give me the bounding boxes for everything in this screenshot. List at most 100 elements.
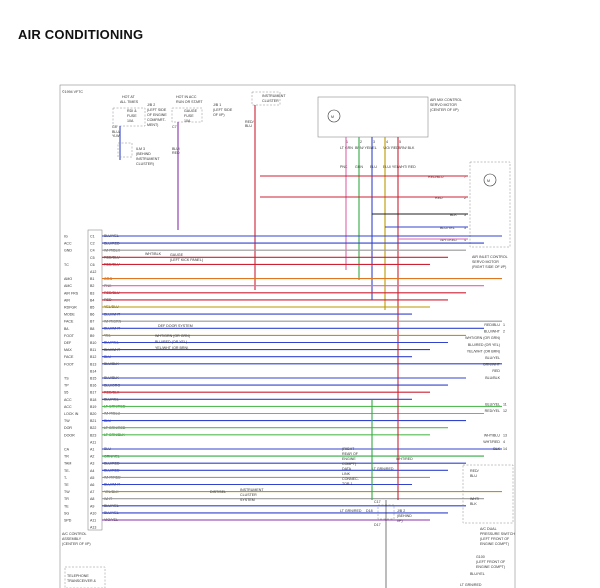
fuse-right-2: (LEFT SIDE	[213, 108, 233, 112]
svg-text:PRESSURE SWITCH: PRESSURE SWITCH	[480, 532, 515, 536]
svg-text:WHT/GRN (OR GRN): WHT/GRN (OR GRN)	[155, 334, 190, 338]
pin-function: TE	[64, 504, 69, 508]
at-line-1: HOT AT	[122, 95, 135, 99]
pin-id: B15	[90, 377, 96, 381]
svg-text:(CENTER OF I/P): (CENTER OF I/P)	[62, 542, 91, 546]
pin-function: TC	[64, 263, 69, 267]
fuse-left-desc-3: OF ENGINE	[147, 113, 167, 117]
svg-text:(CENTER OF I/P): (CENTER OF I/P)	[430, 108, 459, 112]
right-edge-pin: 1	[503, 323, 505, 327]
pin-id: A12	[90, 270, 96, 274]
svg-text:LT GRN/RED: LT GRN/RED	[340, 509, 362, 513]
pin-id: B10	[90, 341, 96, 345]
air-mix-servo: M AIR MIX CONTROL SERVO MOTOR (CENTER OF…	[317, 96, 462, 400]
svg-text:WHT/RED: WHT/RED	[396, 457, 413, 461]
pin-function: MAX	[64, 348, 72, 352]
svg-text:RED/BLU: RED/BLU	[428, 175, 444, 179]
right-edge-label: RED/BLU	[484, 323, 500, 327]
right-edge-label: BLU/BLK	[485, 376, 500, 380]
svg-text:WHT/ RED: WHT/ RED	[398, 165, 416, 169]
pin-id: B9	[90, 334, 94, 338]
pin-function: AMO	[64, 277, 72, 281]
pin-function: TW	[64, 490, 70, 494]
pin-id: B6	[90, 313, 94, 317]
pin-function: CA	[64, 448, 70, 452]
fuse-left-desc-4: COMPART-	[147, 118, 166, 122]
pin-id: A1	[90, 448, 94, 452]
svg-text:LINK: LINK	[342, 472, 351, 476]
pin-id: B1	[90, 277, 94, 281]
pin-function: FOOT	[64, 362, 75, 366]
svg-text:ASSEMBLY: ASSEMBLY	[62, 537, 82, 541]
pin-id: C5	[90, 256, 95, 260]
right-edge-label: RED	[492, 369, 500, 373]
mid-labels: WHT/BLK GAUGE (LEFT KICK PANEL) DEF DOOR…	[145, 252, 264, 502]
right-edge-label: WHT/BLU	[484, 434, 501, 438]
right-edge-pin: 12	[503, 409, 507, 413]
pin-id: A5	[90, 476, 94, 480]
svg-text:BLU/YEL: BLU/YEL	[470, 572, 485, 576]
ac-control-assembly: A/C CONTROL ASSEMBLY (CENTER OF I/P) TEL…	[62, 532, 106, 588]
svg-text:WHT/: WHT/	[470, 497, 479, 501]
svg-text:LT GRN/RED: LT GRN/RED	[460, 583, 482, 587]
svg-text:(RIGHT: (RIGHT	[342, 447, 355, 451]
svg-text:SERVO MOTOR: SERVO MOTOR	[472, 260, 499, 264]
right-edge-label: BLU/YEL	[485, 402, 500, 406]
svg-text:RED: RED	[435, 196, 443, 200]
svg-text:COMPT): COMPT)	[342, 462, 356, 466]
page-title: AIR CONDITIONING	[18, 27, 144, 42]
pin-id: A10	[90, 511, 96, 515]
acc-line-2: RUN OR START	[176, 100, 203, 104]
svg-text:AIR INLET CONTROL: AIR INLET CONTROL	[472, 255, 508, 259]
fuse-left-id-2: FUSE	[127, 114, 137, 118]
svg-text:M: M	[487, 179, 490, 183]
pin-id: B16	[90, 384, 96, 388]
pin-function: B/L	[64, 327, 69, 331]
pin-function: FACE	[64, 320, 74, 324]
svg-text:BLU/: BLU/	[172, 147, 180, 151]
svg-text:AIR MIX CONTROL: AIR MIX CONTROL	[430, 98, 462, 102]
pin-id: B4	[90, 298, 94, 302]
svg-text:YLW: YLW	[112, 134, 120, 138]
pin-function: SG	[64, 511, 69, 515]
right-edge-pin: 2	[503, 330, 505, 334]
fuse-left-id-3: 10A	[127, 119, 134, 123]
svg-text:CONNEC-: CONNEC-	[342, 477, 360, 481]
pin-function: DOOR	[64, 433, 75, 437]
svg-text:YEL: YEL	[370, 146, 377, 150]
diagram-frame	[59, 84, 516, 588]
svg-text:ENGINE: ENGINE	[342, 457, 356, 461]
pin-id: B8	[90, 327, 94, 331]
fuse-mid-id-2: FUSE	[184, 114, 194, 118]
right-edge-pin: 11	[503, 402, 507, 406]
pin-id: B7	[90, 320, 94, 324]
air-inlet-servo: M RED/BLU 7 RED 2 BLK 5 BLU/YEL 3 WHT/RE…	[260, 161, 511, 269]
pin-id: B11	[90, 348, 96, 352]
svg-text:3: 3	[373, 140, 375, 144]
svg-text:RED: RED	[172, 151, 180, 155]
svg-text:WHT/RED: WHT/RED	[440, 238, 457, 242]
svg-text:WHT/BLK: WHT/BLK	[145, 252, 162, 256]
fuse-mid-id-1: GAUGE	[184, 109, 198, 113]
svg-text:BLU: BLU	[245, 124, 252, 128]
pin-id: A11	[90, 440, 96, 444]
pin-id: B17	[90, 391, 96, 395]
svg-text:BRN/ BLK: BRN/ BLK	[398, 146, 415, 150]
svg-text:C17: C17	[374, 500, 381, 504]
svg-text:BRN/ YEL: BRN/ YEL	[355, 146, 371, 150]
fuse-left-id-1: RDI &	[127, 109, 137, 113]
svg-text:D17: D17	[374, 523, 381, 527]
pin-function: ACC	[64, 398, 72, 402]
pin-id: C1	[90, 235, 95, 239]
svg-text:TRANSCEIVER &: TRANSCEIVER &	[67, 579, 97, 583]
pin-id: A2	[90, 455, 94, 459]
svg-text:(LEFT FRONT OF: (LEFT FRONT OF	[476, 560, 506, 564]
svg-text:(BEHIND: (BEHIND	[136, 152, 151, 156]
svg-text:INSTRUMENT: INSTRUMENT	[240, 488, 264, 492]
motor-icon	[327, 109, 341, 123]
fuse-mid-box	[171, 107, 203, 123]
pin-function: TR	[64, 497, 69, 501]
